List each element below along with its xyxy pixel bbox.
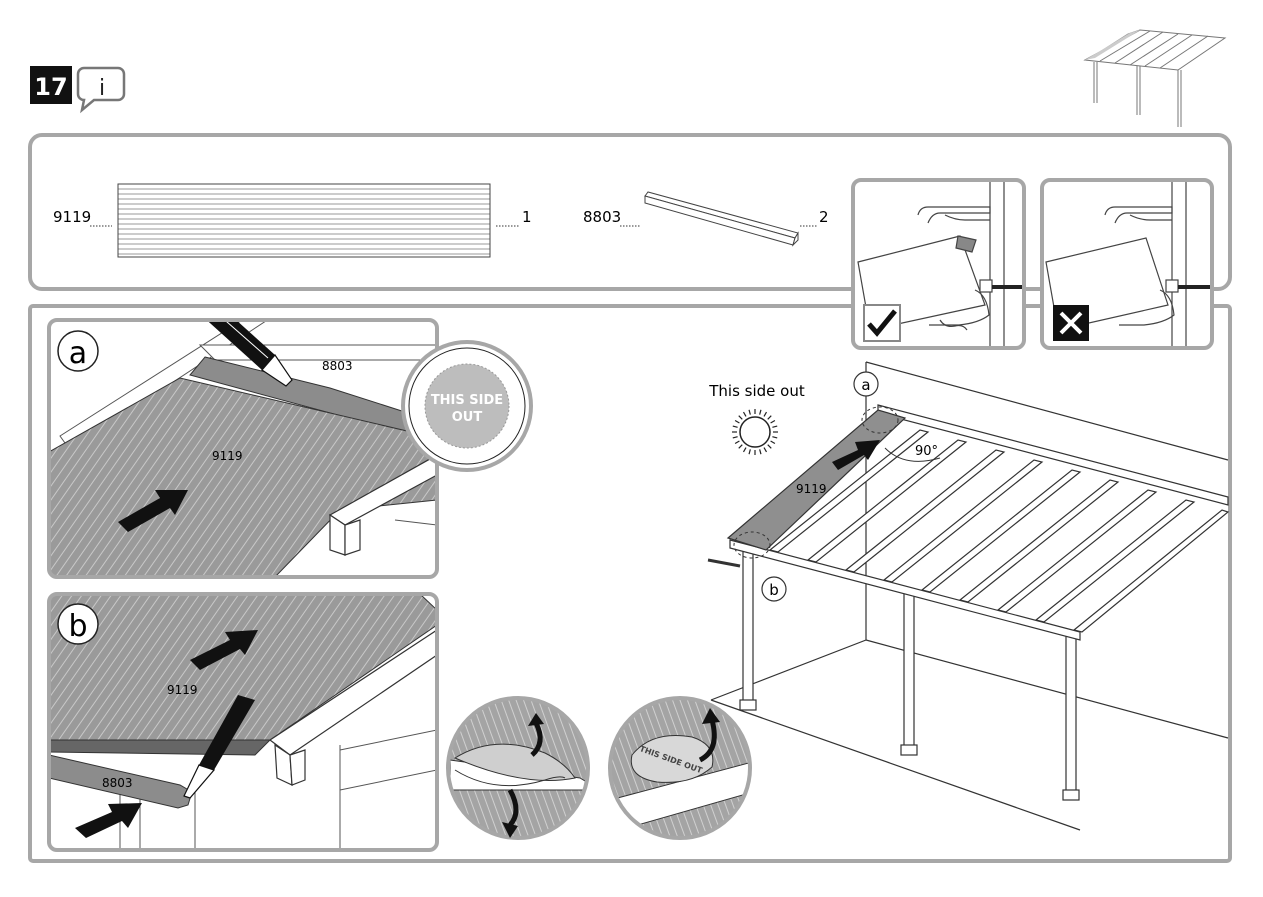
this-side-out-badge: THIS SIDE OUT (401, 340, 533, 472)
callout-b-circle (761, 576, 787, 602)
pergola-thumbnail (1083, 29, 1227, 127)
part-quantity: 2 (819, 208, 829, 226)
correct-installation-inset (851, 178, 1026, 350)
angle-label: 90° (915, 444, 938, 459)
sun-ray (738, 415, 743, 420)
sun-ray (742, 447, 747, 453)
callout-a: a (861, 376, 870, 394)
sun-ray (759, 409, 762, 415)
part-code: 9119 (53, 208, 91, 226)
step-header: 17 i (30, 66, 126, 114)
sun-ray (738, 444, 743, 449)
detail-letter-circle (57, 330, 99, 372)
push-arrow-icon (832, 440, 880, 470)
profile-label: 8803 (322, 359, 353, 373)
pergola-overview: 90° 9119 a b (707, 361, 1230, 831)
panel-label: 9119 (212, 449, 243, 463)
detail-a: 8803 9119 a (47, 318, 439, 579)
sun-ray (767, 444, 772, 449)
detail-letter: a (69, 336, 87, 371)
badge-line-1: THIS SIDE (431, 393, 503, 408)
push-arrow-icon (118, 490, 188, 532)
sun-ray (770, 419, 776, 424)
sun-ray (763, 447, 768, 453)
sun-ray (748, 409, 751, 415)
rotate-arrow-icon (698, 719, 717, 763)
push-arrow-icon (190, 630, 258, 670)
sun-ray (734, 440, 740, 445)
wrong-installation-inset (1040, 178, 1214, 350)
sun-ray (748, 449, 751, 455)
step-number-box (30, 66, 72, 104)
panel-label: 9119 (167, 683, 198, 697)
push-arrow-icon (75, 803, 142, 838)
peel-film-detail-1 (446, 696, 590, 840)
sun-ray (772, 436, 778, 439)
sun-ray (770, 440, 776, 445)
info-speech-bubble-icon: i (76, 66, 126, 114)
part-quantity: 1 (522, 208, 532, 226)
silicone-gun-icon (190, 320, 293, 387)
panel-label: 9119 (796, 482, 827, 496)
detail-letter-circle (57, 603, 99, 645)
profile-label: 8803 (102, 776, 133, 790)
sun-label: This side out (708, 382, 805, 400)
sun-ray (759, 449, 762, 455)
detail-letter: b (68, 609, 87, 644)
end-cap-profile-drawing (644, 191, 799, 247)
rotate-arrow-icon (507, 788, 519, 827)
sun-icon: This side out (708, 382, 805, 455)
part-8803: 8803 2 (583, 191, 829, 247)
sun-ray (734, 419, 740, 424)
badge-line-2: OUT (452, 410, 483, 425)
sun-ray (742, 411, 747, 417)
callout-a-circle (853, 371, 879, 397)
step-number: 17 (34, 73, 67, 101)
part-9119: 9119 1 (53, 183, 532, 258)
detail-b: 9119 8803 b (47, 592, 439, 852)
silicone-gun-icon (183, 695, 255, 799)
sun-ray (763, 411, 768, 417)
polycarbonate-panel-drawing (117, 183, 491, 258)
sun-ray (767, 415, 772, 420)
rotate-arrow-icon (530, 721, 543, 757)
callout-b: b (769, 581, 779, 599)
sun-ray (732, 436, 738, 439)
part-code: 8803 (583, 208, 621, 226)
svg-text:i: i (99, 76, 105, 101)
sun-ray (772, 425, 778, 428)
sun-ray (732, 425, 738, 428)
